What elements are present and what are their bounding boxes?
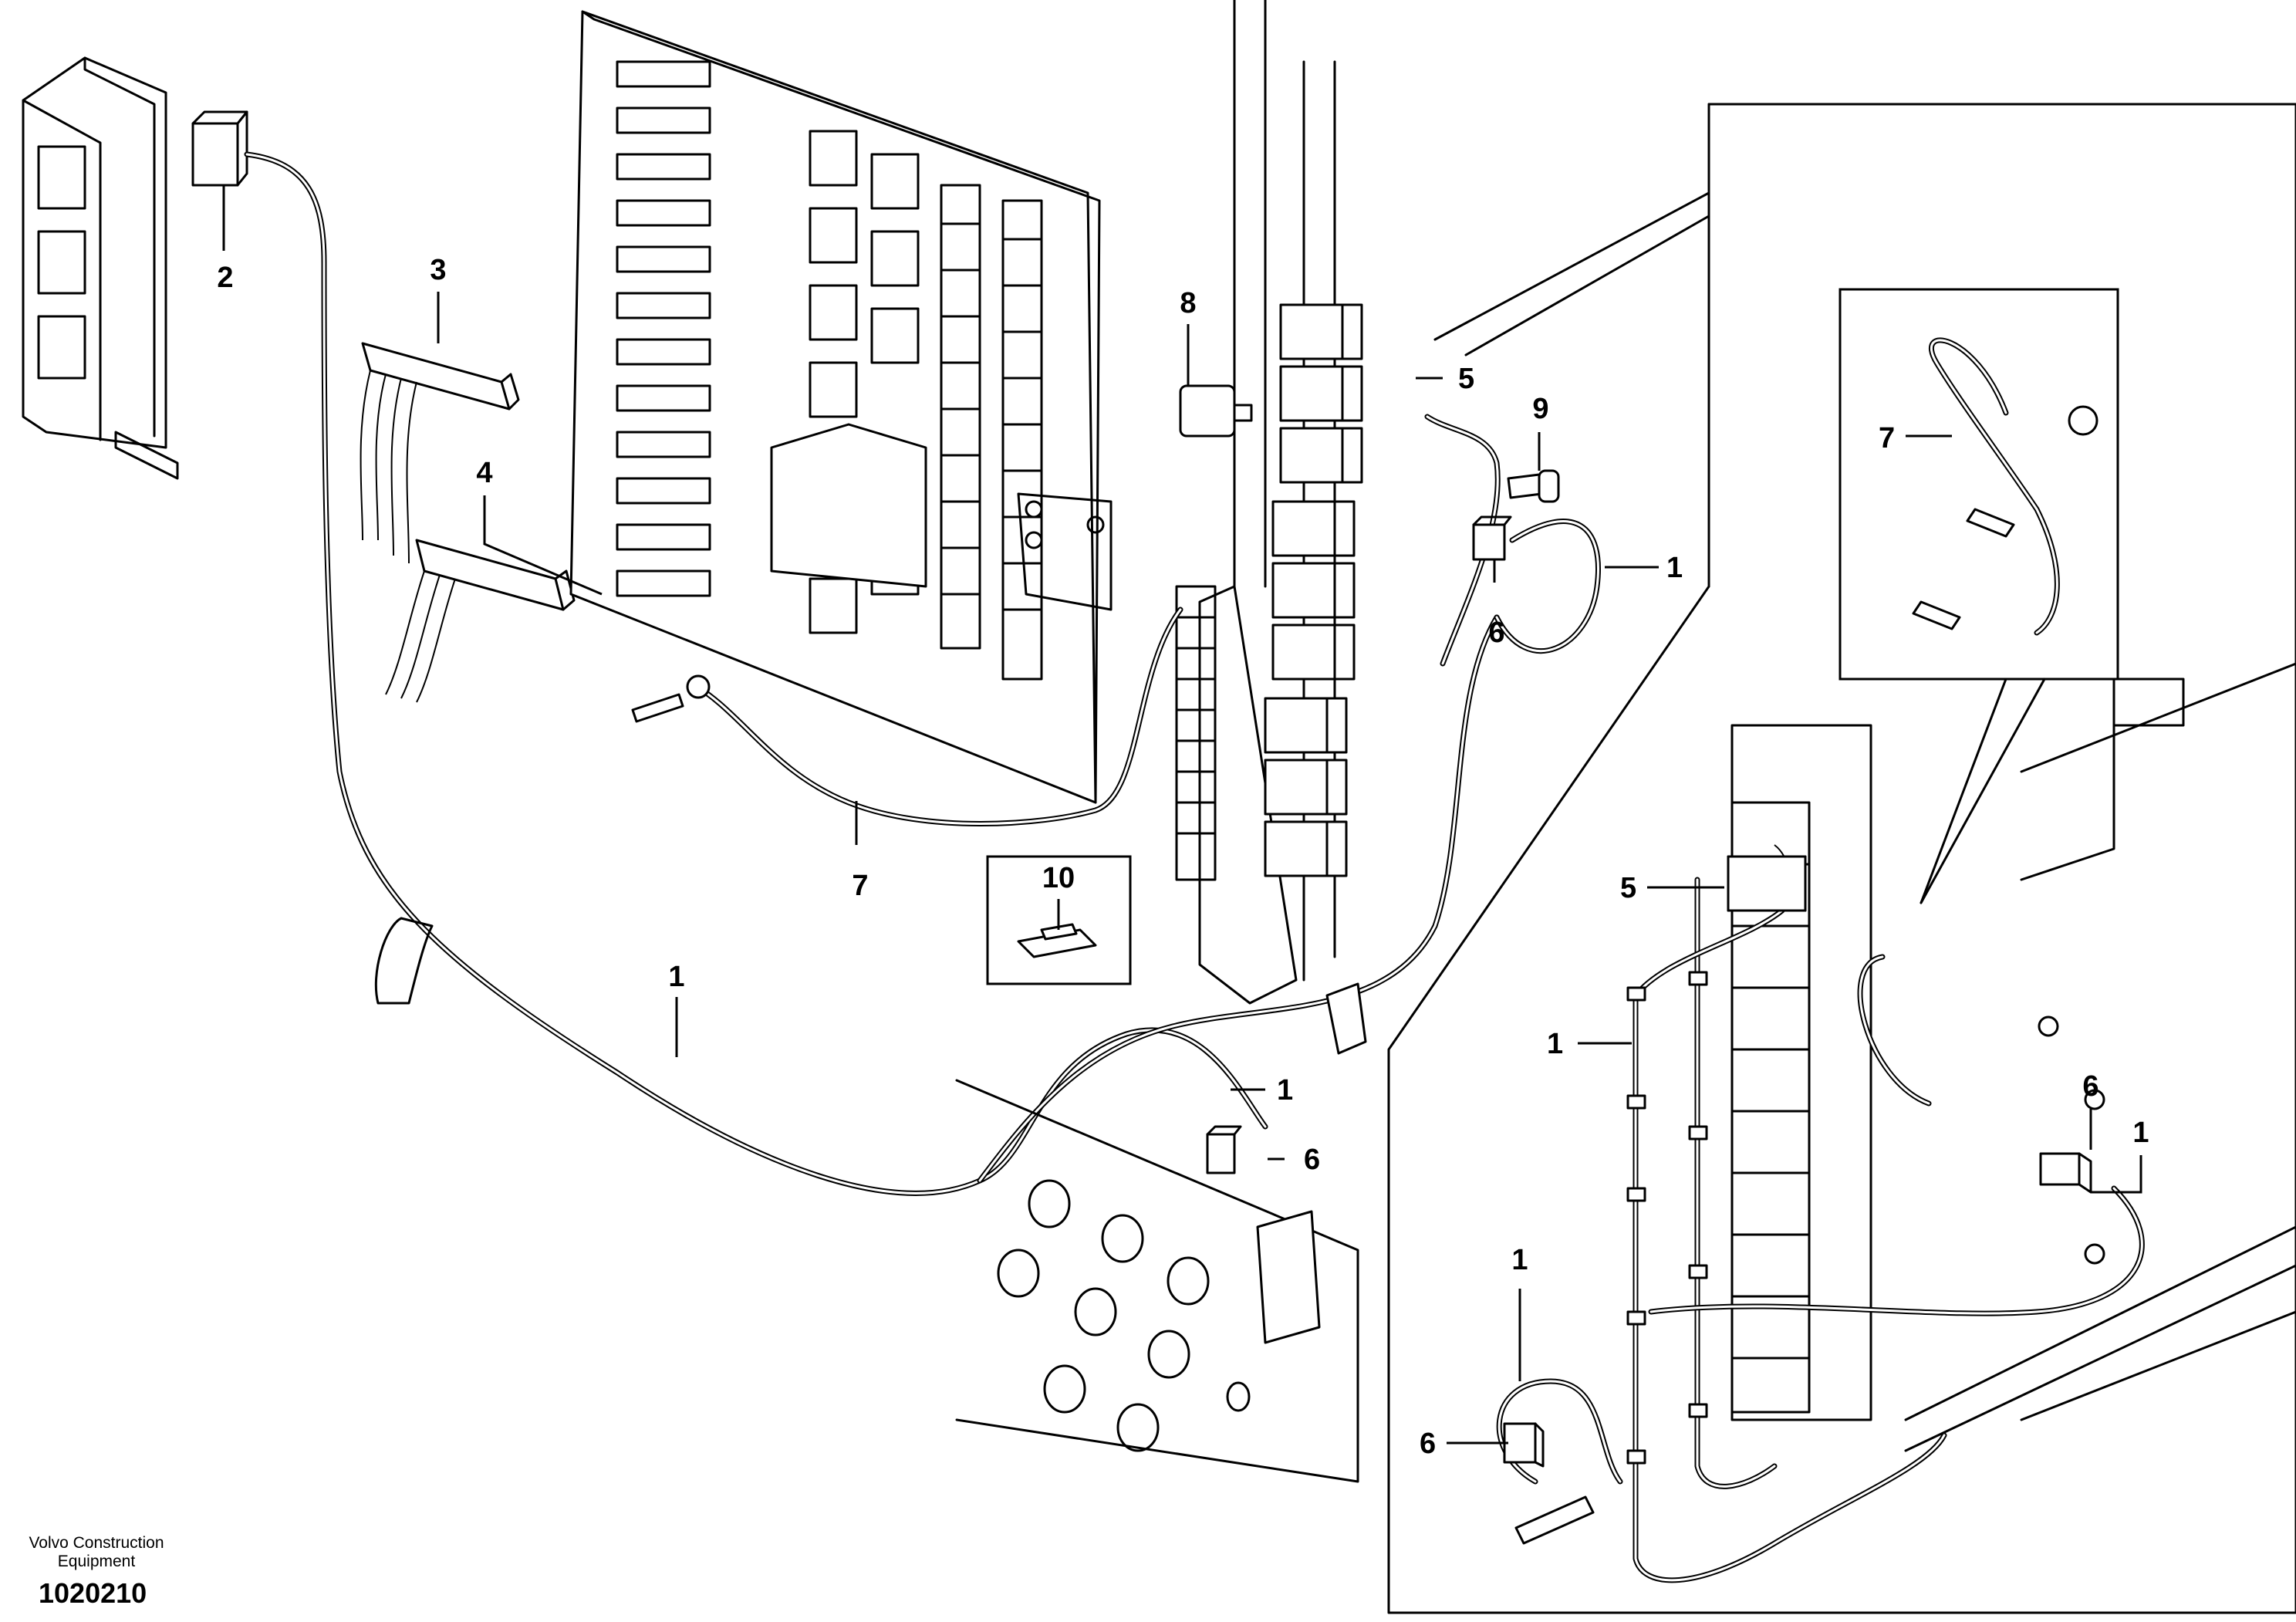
- callout-inset-connector-lower: 6: [1420, 1428, 1436, 1460]
- inset-frame: [1387, 103, 2296, 1614]
- callout-connector-bottom: 6: [1304, 1144, 1320, 1176]
- relay-rail: [1175, 0, 1363, 1005]
- fuse-cap: [1179, 384, 1253, 438]
- inset-relay-column: [1727, 724, 1872, 1421]
- callout-ground-cable: 7: [852, 870, 868, 902]
- cable-clip: [1325, 982, 1367, 1055]
- connector-right: [1472, 515, 1512, 561]
- mounting-bracket: [22, 56, 179, 480]
- callout-inset-harness-right: 1: [2132, 1117, 2149, 1149]
- callout-relay-block: 5: [1458, 363, 1474, 395]
- callout-harness-right: 1: [1666, 552, 1683, 584]
- inset-connector-right: [2039, 1152, 2092, 1194]
- connector-bottom: [1206, 1125, 1242, 1174]
- ground-cable-detail: [1838, 288, 2119, 904]
- callout-cable-lower: 4: [476, 457, 492, 489]
- callout-connector-right: 6: [1488, 617, 1504, 649]
- callout-detail-ground-cable: 7: [1879, 422, 1895, 454]
- footer-company: Volvo Construction Equipment: [29, 1534, 164, 1570]
- leader-lines: [222, 185, 2142, 1445]
- bracket-connector: [191, 110, 248, 187]
- circuit-board: [569, 10, 1113, 804]
- callout-inset-connector-right: 6: [2082, 1070, 2098, 1103]
- callout-fuse-puller: 10: [1042, 862, 1075, 894]
- callout-inset-relay-block: 5: [1620, 872, 1636, 904]
- fuse-puller-detail: [986, 855, 1132, 985]
- callouts: 2 3 4 7 1 1 6 8 5 9 1 6 10 7 5 1 1 6 6 1: [217, 254, 2149, 1460]
- callout-bracket: 2: [217, 262, 233, 294]
- ribbon-cable-3: [360, 342, 520, 564]
- callout-fuse-cap: 8: [1180, 287, 1196, 319]
- mounting-panel: [955, 1079, 1359, 1483]
- inset-connector-lower: [1503, 1422, 1595, 1545]
- callout-inset-harness-lower: 1: [1511, 1244, 1528, 1276]
- callout-harness-bottom: 1: [668, 961, 684, 993]
- inset-harness: [1496, 855, 2145, 1583]
- footer-doc-number: 1020210: [39, 1577, 147, 1609]
- screw: [1507, 469, 1560, 503]
- callout-cable-upper: 3: [430, 254, 446, 286]
- callout-screw: 9: [1532, 393, 1548, 425]
- ribbon-cable-4: [385, 539, 576, 703]
- ground-cable: [631, 607, 1183, 826]
- inset-board: [1904, 662, 2296, 1452]
- callout-inset-harness-left: 1: [1547, 1028, 1563, 1060]
- callout-harness-front: 1: [1277, 1074, 1293, 1107]
